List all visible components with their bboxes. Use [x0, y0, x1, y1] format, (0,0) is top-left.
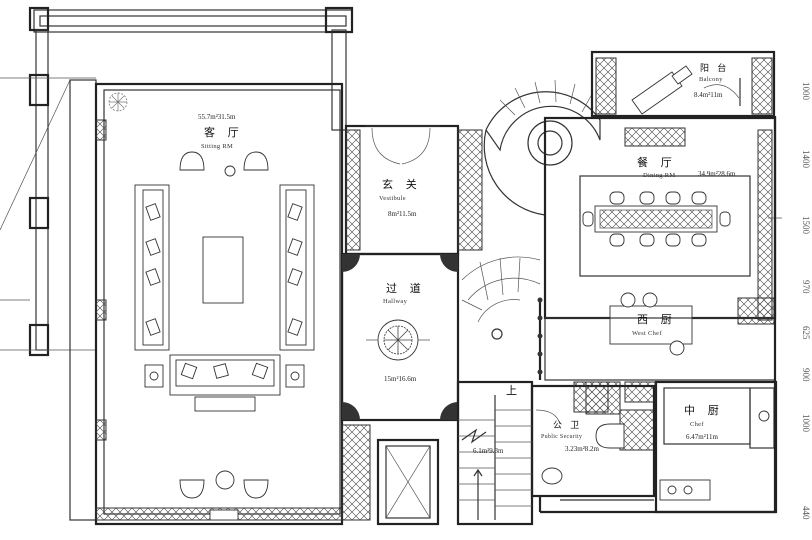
hallway-en-label: Hallway — [383, 298, 408, 305]
plant-icon — [108, 92, 128, 112]
hallway — [340, 252, 460, 521]
public-toilet-en-label: Public Security — [541, 434, 583, 440]
hallway-title: 过 道 — [386, 283, 426, 295]
dining-room-title: 餐 厅 — [637, 157, 677, 169]
railing — [537, 297, 543, 380]
elevator — [376, 438, 440, 526]
vestibule-area-label: 8m²11.5m — [388, 210, 417, 218]
dimension-label: 440 — [801, 506, 811, 520]
dimension-label: 1000 — [801, 82, 811, 100]
west-kitchen — [544, 292, 776, 381]
vestibule-title: 玄 关 — [382, 179, 422, 191]
public-toilet-area-label: 3.23m²8.2m — [565, 445, 599, 453]
spiral-staircase — [461, 79, 601, 340]
chinese-kitchen-area-label: 6.47m²11m — [686, 433, 718, 441]
balcony-title: 阳 台 — [700, 63, 730, 73]
dimension-label: 900 — [801, 368, 811, 382]
living-room — [94, 82, 344, 526]
dimension-label: 1500 — [801, 216, 811, 234]
vestibule-en-label: Vestibule — [379, 195, 406, 202]
stair-area-label: 6.1m²9.3m — [473, 447, 504, 455]
dimension-label: 625 — [801, 326, 811, 340]
living-room-en-label: Sitting RM — [201, 143, 234, 150]
dining-area-label: 34.9m²28.6m — [698, 170, 736, 178]
round-table-icon — [366, 319, 430, 361]
balcony-area-label: 8.4m²11m — [694, 91, 723, 99]
public-toilet-title: 公 卫 — [553, 420, 583, 430]
chinese-kitchen-en-label: Chef — [690, 421, 704, 428]
west-kitchen-en-label: West Chef — [632, 330, 662, 337]
straight-staircase — [456, 380, 534, 526]
dining-room-en-label: Dining RM — [643, 172, 676, 179]
living-area-label: 55.7m²31.5m — [198, 113, 236, 121]
hallway-area-label: 15m²16.6m — [384, 375, 417, 383]
west-kitchen-title: 西 厨 — [637, 314, 677, 326]
dimension-label: 1000 — [801, 414, 811, 432]
dimension-label: 970 — [801, 280, 811, 294]
balcony-en-label: Balcony — [699, 76, 723, 83]
chinese-kitchen-title: 中 厨 — [684, 405, 724, 417]
living-room-title: 客 厅 — [204, 127, 244, 139]
stair-up-label: 上 — [506, 385, 517, 397]
dimension-label: 1400 — [801, 150, 811, 168]
dining-room — [543, 116, 782, 321]
balcony — [590, 50, 776, 118]
